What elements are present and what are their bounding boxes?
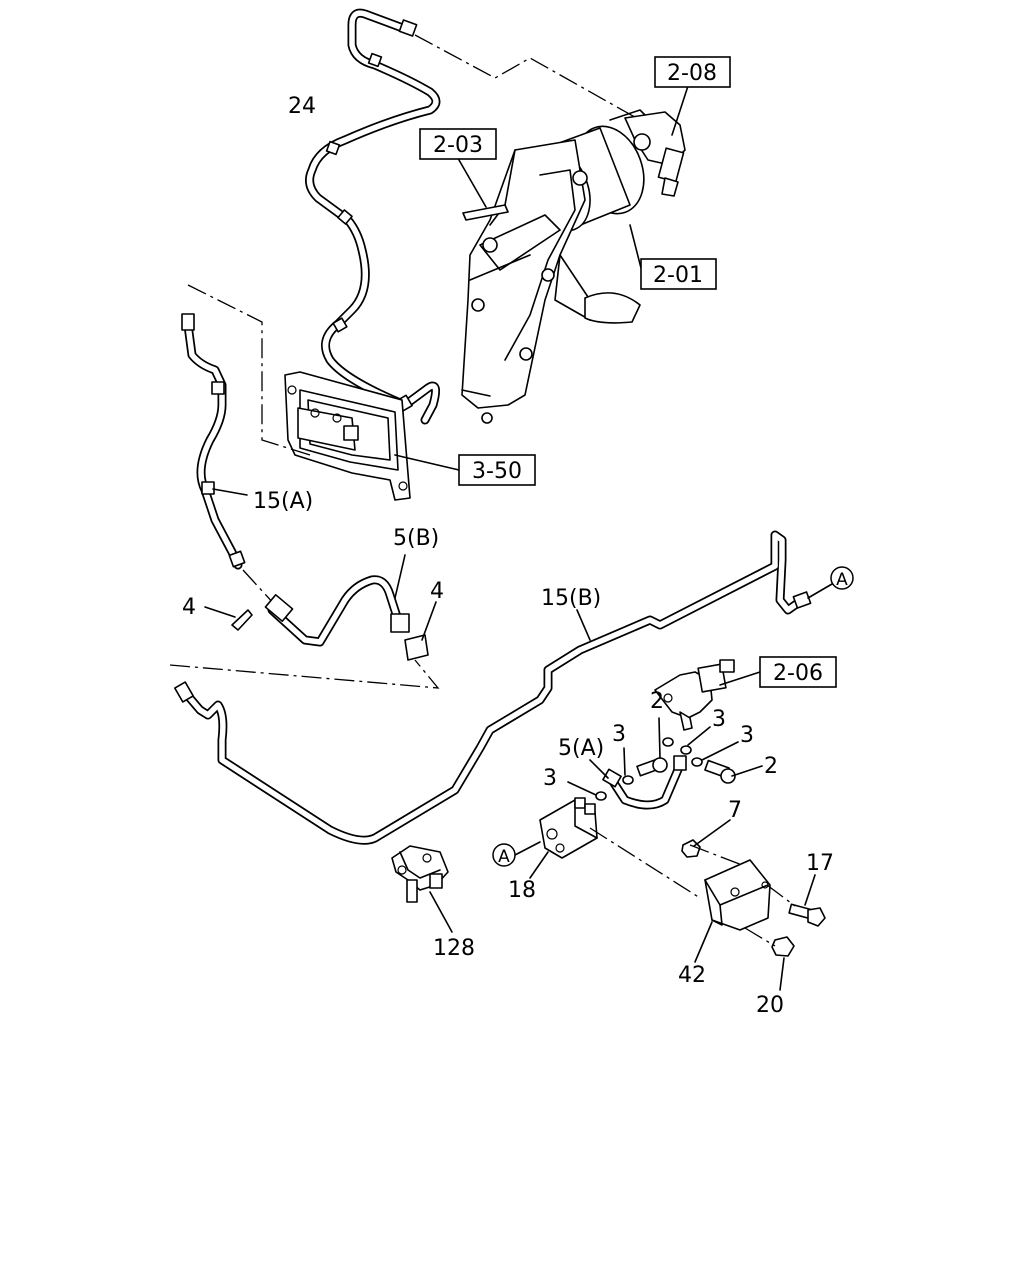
- callout-128: 128: [433, 936, 475, 961]
- callout-3-d: 3: [740, 723, 754, 748]
- leader-3-c: [567, 781, 597, 796]
- leader-4-right: [421, 601, 437, 641]
- leader-dash-tri: [169, 659, 440, 689]
- leader-2-right: [731, 765, 763, 777]
- ref-2-08[interactable]: 2-08: [654, 56, 731, 88]
- leader-2-03: [458, 159, 487, 208]
- pipe-15b: [174, 530, 812, 845]
- pipe-24: [305, 8, 441, 425]
- ref-2-06[interactable]: 2-06: [759, 656, 837, 688]
- leader-18: [529, 851, 549, 879]
- fastener-cluster: [595, 737, 736, 810]
- svg-text:2-06: 2-06: [773, 661, 823, 686]
- callout-7: 7: [728, 798, 742, 823]
- leader-3-a: [623, 747, 626, 776]
- leader-4-left: [204, 606, 236, 618]
- leader-5b: [394, 554, 406, 599]
- ref-2-01[interactable]: 2-01: [640, 258, 717, 290]
- svg-text:A: A: [498, 847, 510, 867]
- leader-20: [779, 957, 785, 991]
- callout-3-c: 3: [543, 766, 557, 791]
- clutch-release-cylinder: [654, 659, 735, 731]
- hose-5b: [264, 575, 410, 647]
- leader-128: [429, 891, 453, 933]
- callout-5b: 5(B): [393, 526, 439, 551]
- leader-3-d: [701, 741, 739, 761]
- leader-dash-20: [744, 927, 776, 947]
- valve-128: [391, 845, 449, 903]
- callout-24: 24: [288, 94, 316, 119]
- pipe-15a: [181, 313, 246, 570]
- leader-dash-24: [414, 34, 641, 121]
- callout-42: 42: [678, 963, 706, 988]
- leader-15b: [576, 609, 591, 641]
- ref-3-50[interactable]: 3-50: [458, 454, 536, 486]
- leader-2-01: [629, 224, 642, 269]
- marker-a-left: A: [492, 841, 541, 867]
- clip-4-left: [231, 609, 253, 631]
- leader-dash-17: [766, 884, 796, 907]
- callout-15b: 15(B): [541, 586, 601, 611]
- callout-2-right: 2: [764, 754, 778, 779]
- leader-7: [693, 819, 731, 847]
- leader-3-50: [394, 454, 460, 471]
- callout-4-left: 4: [182, 595, 196, 620]
- callout-15a: 15(A): [253, 489, 313, 514]
- leader-2-08: [671, 85, 689, 136]
- callout-2-top: 2: [650, 689, 664, 714]
- svg-text:2-08: 2-08: [667, 61, 717, 86]
- callout-4-right: 4: [430, 579, 444, 604]
- bolt-17: [788, 903, 826, 927]
- callout-17: 17: [806, 851, 834, 876]
- part-18: [539, 797, 598, 859]
- leader-42: [694, 921, 713, 963]
- leader-dash-7: [689, 844, 743, 866]
- leader-5a: [589, 759, 609, 779]
- svg-text:A: A: [836, 570, 848, 590]
- leader-dash-15a: [187, 284, 311, 456]
- callout-20: 20: [756, 993, 784, 1018]
- leader-15a: [212, 488, 248, 496]
- leader-2-top: [658, 717, 661, 759]
- leader-dash-18: [589, 827, 701, 899]
- callout-3-a: 3: [612, 722, 626, 747]
- clutch-pedal-assembly: [461, 109, 686, 424]
- leader-2-06: [719, 671, 761, 686]
- part-42: [704, 859, 771, 931]
- leader-dash-15a-low: [242, 569, 276, 606]
- marker-a-right: A: [807, 566, 854, 599]
- nut-20: [771, 936, 795, 957]
- svg-text:2-01: 2-01: [653, 263, 703, 288]
- svg-text:2-03: 2-03: [433, 133, 483, 158]
- leader-17: [804, 874, 816, 906]
- leader-3-b: [687, 726, 711, 746]
- bracket-3-50: [284, 371, 411, 501]
- callout-18: 18: [508, 878, 536, 903]
- clip-4-right: [404, 634, 429, 661]
- ref-2-03[interactable]: 2-03: [419, 128, 497, 160]
- callout-3-b: 3: [712, 707, 726, 732]
- svg-text:3-50: 3-50: [472, 459, 522, 484]
- callout-5a: 5(A): [558, 736, 604, 761]
